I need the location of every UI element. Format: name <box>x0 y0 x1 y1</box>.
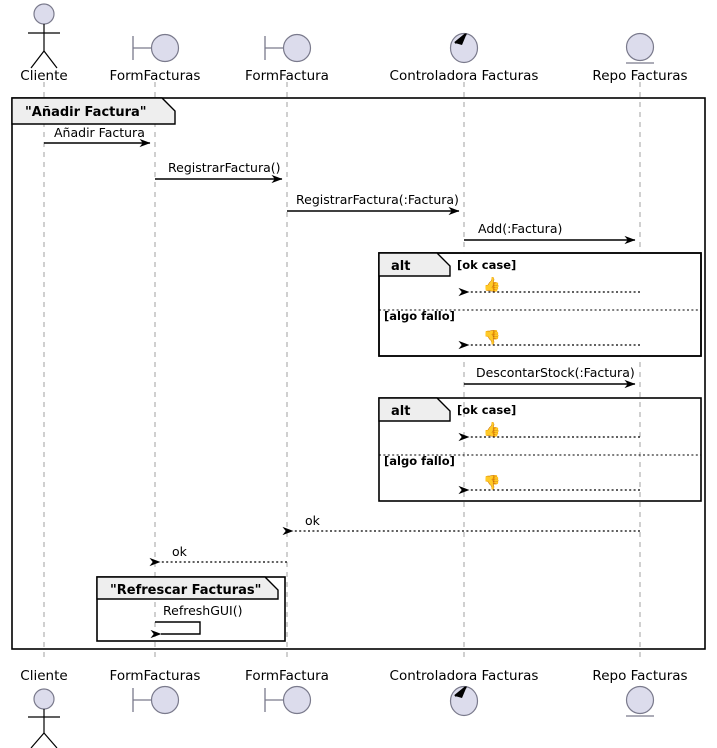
message-label-ok-2: ok <box>172 544 188 559</box>
fragment-frame-refrescar-facturas: "Refrescar Facturas" <box>96 576 286 642</box>
message-label-registrarfactura-factura: RegistrarFactura(:Factura) <box>296 192 459 207</box>
message-label-descontarstock: DescontarStock(:Factura) <box>476 365 635 380</box>
participant-header-cliente[interactable]: Cliente <box>20 3 68 84</box>
message-registrarfactura[interactable]: RegistrarFactura() <box>155 160 283 184</box>
control-icon <box>449 32 479 64</box>
participant-label-cliente-footer: Cliente <box>20 668 67 684</box>
actor-stick-figure-icon <box>28 3 60 69</box>
control-icon <box>449 685 479 717</box>
thumbs-up-icon: 👍 <box>483 276 500 293</box>
entity-icon <box>625 32 655 64</box>
alt-operator-label-1: alt <box>391 259 410 274</box>
participant-label-repo-footer: Repo Facturas <box>592 668 687 684</box>
fragment-alt-2: alt [ok case] [algo fallo] <box>378 397 702 502</box>
participant-label-formfacturas: FormFacturas <box>110 68 201 84</box>
thumbs-down-icon: 👎 <box>483 329 500 346</box>
alt-guard-fail-2: [algo fallo] <box>384 454 455 468</box>
participant-header-controladora[interactable]: Controladora Facturas <box>390 32 539 84</box>
actor-stick-figure-icon <box>28 688 60 748</box>
message-label-refreshgui: RefreshGUI() <box>163 603 242 618</box>
frame-title-refrescar-facturas: "Refrescar Facturas" <box>110 583 261 598</box>
message-label-registrarfactura: RegistrarFactura() <box>168 160 281 175</box>
message-ok-repo-controladora[interactable]: ok <box>282 513 640 536</box>
participant-label-formfactura: FormFactura <box>245 68 329 84</box>
message-label-ok-1: ok <box>305 513 321 528</box>
message-add-factura[interactable]: Add(:Factura) <box>464 221 636 245</box>
participant-label-controladora-footer: Controladora Facturas <box>390 668 539 684</box>
message-return-ok-1[interactable]: 👍 <box>458 276 640 297</box>
thumbs-up-icon: 👍 <box>483 421 500 438</box>
frame-title-anadir-factura: "Añadir Factura" <box>25 105 147 120</box>
participant-footer-controladora[interactable]: Controladora Facturas <box>390 668 539 717</box>
participant-label-formfacturas-footer: FormFacturas <box>110 668 201 684</box>
message-registrarfactura-factura[interactable]: RegistrarFactura(:Factura) <box>287 192 460 216</box>
participant-footer-formfacturas[interactable]: FormFacturas <box>110 668 201 715</box>
boundary-icon <box>264 33 312 63</box>
participant-label-formfactura-footer: FormFactura <box>245 668 329 684</box>
alt-guard-ok-1: [ok case] <box>457 258 516 272</box>
entity-icon <box>625 685 655 717</box>
message-label-add-factura: Add(:Factura) <box>478 221 562 236</box>
participant-footer-repo[interactable]: Repo Facturas <box>592 668 688 717</box>
participant-header-formfacturas[interactable]: FormFacturas <box>110 33 201 85</box>
alt-guard-fail-1: [algo fallo] <box>384 309 455 323</box>
message-return-fail-2[interactable]: 👎 <box>458 474 640 495</box>
message-ok-formfactura-formfacturas[interactable]: ok <box>149 544 287 567</box>
boundary-icon <box>264 685 312 715</box>
alt-guard-ok-2: [ok case] <box>457 403 516 417</box>
boundary-icon <box>132 685 180 715</box>
participant-header-formfactura[interactable]: FormFactura <box>245 33 329 85</box>
message-return-fail-1[interactable]: 👎 <box>458 329 640 350</box>
message-label-anadir-factura: Añadir Factura <box>54 125 145 140</box>
participant-label-controladora: Controladora Facturas <box>390 68 539 84</box>
participant-footer-formfactura[interactable]: FormFactura <box>245 668 329 715</box>
participant-label-cliente: Cliente <box>20 68 67 84</box>
participant-footer-cliente[interactable]: Cliente <box>20 668 68 748</box>
participant-label-repo: Repo Facturas <box>592 68 687 84</box>
participant-header-repo[interactable]: Repo Facturas <box>592 32 688 85</box>
message-anadir-factura[interactable]: Añadir Factura <box>44 125 151 148</box>
fragment-frame-anadir-factura: "Añadir Factura" <box>11 97 706 650</box>
message-return-ok-2[interactable]: 👍 <box>458 421 640 442</box>
message-refreshgui-self[interactable]: RefreshGUI() <box>150 603 242 639</box>
fragment-alt-1: alt [ok case] [algo fallo] <box>378 252 702 357</box>
message-descontarstock[interactable]: DescontarStock(:Factura) <box>464 365 636 389</box>
boundary-icon <box>132 33 180 63</box>
thumbs-down-icon: 👎 <box>483 474 500 491</box>
alt-operator-label-2: alt <box>391 404 410 419</box>
